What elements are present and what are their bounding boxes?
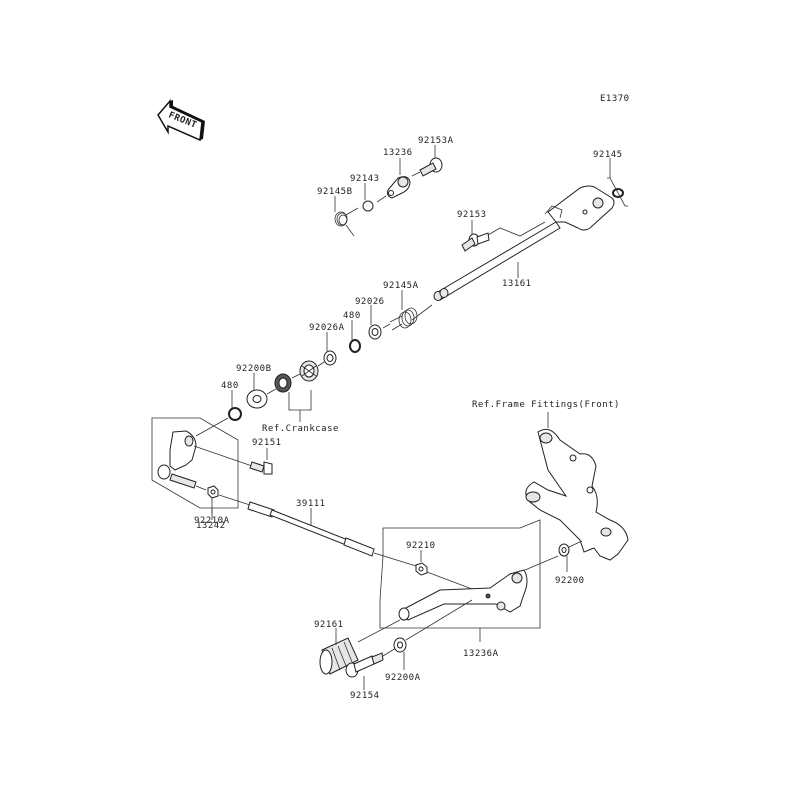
label-92153: 92153 [457, 210, 487, 220]
label-ref-crankcase: Ref.Crankcase [262, 424, 339, 434]
part-needle-bearing[interactable] [299, 360, 319, 382]
label-13161: 13161 [502, 279, 532, 289]
label-92200B: 92200B [236, 364, 272, 374]
label-92151: 92151 [252, 438, 282, 448]
label-92200A: 92200A [385, 673, 421, 683]
label-92154: 92154 [350, 691, 380, 701]
label-92210: 92210 [406, 541, 436, 551]
group-13236A-outline [379, 519, 541, 629]
front-arrow-icon: FRONT [157, 98, 205, 142]
label-92200: 92200 [555, 576, 585, 586]
part-92145-oring[interactable] [612, 188, 624, 198]
part-frame-fitting-front[interactable] [525, 428, 629, 561]
part-92153A-bolt[interactable] [419, 157, 443, 177]
part-92151-bolt[interactable] [249, 461, 273, 475]
part-92200A-washer[interactable] [393, 637, 407, 653]
part-92200B-washer[interactable] [246, 389, 268, 409]
label-480-upper: 480 [343, 311, 361, 321]
label-480-lower: 480 [221, 381, 239, 391]
part-oil-seal[interactable] [274, 373, 292, 393]
part-13161-shaft[interactable] [433, 185, 615, 301]
part-92145B-spring[interactable] [334, 207, 359, 237]
label-92143: 92143 [350, 174, 380, 184]
label-92026: 92026 [355, 297, 385, 307]
label-92145A: 92145A [383, 281, 419, 291]
part-92153-bolt[interactable] [461, 232, 490, 252]
label-92145B: 92145B [317, 187, 353, 197]
label-ref-frame-fittings: Ref.Frame Fittings(Front) [472, 400, 620, 410]
part-92210A-nut[interactable] [207, 485, 219, 499]
part-shift-lever[interactable] [398, 569, 528, 621]
label-92145: 92145 [593, 150, 623, 160]
group-13242-outline [151, 417, 239, 509]
part-92161-footpeg-rubber[interactable] [319, 637, 359, 675]
label-13242: 13242 [196, 521, 226, 531]
part-92145A-spring[interactable] [389, 307, 418, 331]
part-92210-nut[interactable] [415, 562, 428, 576]
diagram-code: E1370 [600, 94, 630, 104]
label-13236: 13236 [383, 148, 413, 158]
part-13236-arm[interactable] [387, 176, 411, 199]
part-92154-pivot-bolt[interactable] [345, 652, 384, 678]
label-92026A: 92026A [309, 323, 345, 333]
part-92026A-washer[interactable] [323, 350, 337, 366]
part-92143-collar[interactable] [362, 200, 374, 212]
part-92026-washer[interactable] [368, 324, 382, 340]
label-92210A-visible: 92210A [194, 516, 230, 526]
part-linkage-arm[interactable] [157, 430, 197, 489]
label-92153A: 92153A [418, 136, 454, 146]
part-92200-washer[interactable] [558, 543, 570, 557]
label-39111: 39111 [296, 499, 326, 509]
label-13236A: 13236A [463, 649, 499, 659]
part-480-circlip-lower[interactable] [228, 407, 242, 421]
label-92161: 92161 [314, 620, 344, 630]
part-480-circlip-upper[interactable] [349, 339, 361, 353]
part-39111-tie-rod[interactable] [247, 501, 375, 557]
